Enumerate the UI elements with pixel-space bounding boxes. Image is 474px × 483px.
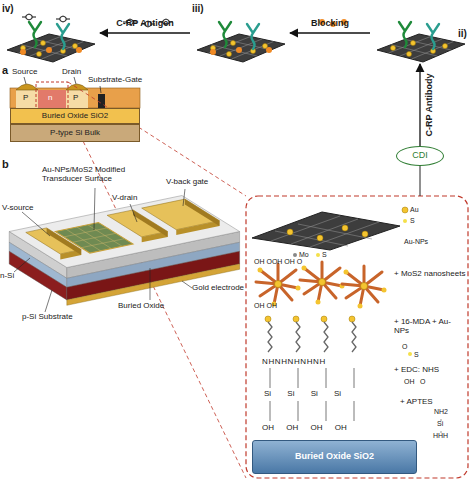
text-label: V-back gate (166, 178, 208, 187)
text-label: n (48, 94, 52, 103)
node-label: P-type Si Bulk (50, 129, 100, 138)
step-label: C-RP Antigen (116, 18, 174, 28)
text-label: Gold electrode (192, 284, 244, 293)
functionalized-lattice (252, 212, 400, 250)
pad-side (185, 199, 220, 226)
text-label: V-drain (112, 194, 137, 203)
text-label: Si Si Si Si (264, 390, 341, 399)
text-label: O (402, 343, 407, 351)
zoom-box (36, 82, 68, 110)
text-label: + EDC: NHS (394, 366, 439, 375)
thiol-dot (408, 352, 412, 356)
au-nanoparticle (317, 235, 323, 241)
step-panel: iii) (190, 2, 290, 64)
text-label: + APTES (400, 398, 433, 407)
text-label: S (414, 351, 419, 359)
text-label: Au (410, 206, 419, 214)
text-label: p-Si Substrate (22, 313, 73, 322)
au-nanoparticle (362, 231, 368, 237)
mda-chain (293, 316, 300, 352)
text-label: S (322, 251, 327, 259)
text-label: HHH (433, 432, 448, 440)
step-label: C-RP Antibody (424, 74, 434, 137)
top-face (9, 196, 239, 268)
panel-number: iv) (2, 3, 14, 14)
key-dot (316, 253, 320, 257)
text-label: n-Si (0, 272, 14, 281)
layer-band: P-type Si Bulk (10, 124, 140, 142)
source-contact (16, 84, 38, 90)
key-dot (293, 253, 297, 257)
text-label: Si (437, 420, 443, 428)
bound-antigen (22, 14, 36, 20)
text-label: Buried Oxide (118, 302, 164, 311)
text-label: OH (404, 378, 415, 386)
panel-iv-blockers (20, 47, 82, 55)
p-region (16, 90, 38, 108)
mda-chain (321, 316, 328, 352)
reagent-oval: CDI (396, 146, 444, 166)
text-label: OH OH OH OH (262, 424, 347, 433)
au-nanoparticle (287, 229, 293, 235)
text-label: P (73, 94, 78, 103)
n-region (38, 90, 66, 108)
text-label: OH OOH OH O (254, 258, 302, 266)
panel-ii-surface (377, 22, 465, 62)
text-label: Substrate-Gate (88, 76, 142, 85)
mos2-cluster (300, 262, 345, 305)
mos2-cluster (256, 264, 301, 307)
text-label: + MoS2 nanosheets (394, 270, 466, 279)
step-arrow (290, 32, 370, 33)
text-label: OH OH (254, 302, 277, 310)
node-label: Buried Oxide SiO2 (295, 452, 374, 462)
step-arrow (100, 32, 190, 33)
panel-iv-surface (7, 22, 95, 62)
device-layer (10, 88, 140, 108)
text-label: Au-NPs (404, 238, 428, 246)
text-label: b (2, 158, 9, 170)
panel-iii-surface (197, 22, 285, 62)
text-label: P (23, 94, 28, 103)
layer-band: Buried Oxide SiO2 (10, 108, 140, 124)
text-label: NHNHNHNHNH (262, 358, 326, 367)
layer-band: Buried Oxide SiO2 (252, 440, 417, 474)
text-label: Au-NPs/MoS2 Modified Transducer Surface (42, 166, 142, 184)
step-label: Blocking (311, 18, 349, 28)
step-panel: iv) (0, 2, 100, 64)
text-label: Drain (62, 68, 81, 77)
feed-line (420, 166, 421, 196)
mda-chain (349, 316, 356, 352)
text-label: O (420, 378, 425, 386)
key-dot (403, 219, 407, 223)
text-label: Mo (299, 251, 309, 259)
p-region (66, 90, 88, 108)
node-label: CDI (412, 151, 428, 161)
text-label: S (410, 217, 415, 225)
panel-iii-blockers (210, 47, 272, 55)
panel-number: iii) (192, 3, 204, 14)
text-label: + 16-MDA + Au-NPs (394, 318, 466, 336)
key-dot (402, 207, 408, 213)
pad-side (176, 221, 219, 235)
mos2-cluster (342, 266, 387, 309)
mda-chain (265, 316, 272, 352)
bound-antigen (56, 16, 70, 22)
detail-box (246, 196, 468, 478)
text-label: Source (12, 68, 37, 77)
step-arrow (419, 64, 420, 146)
lattice-grid (271, 216, 379, 247)
au-nanoparticle (342, 225, 348, 231)
panel-number: ii) (458, 28, 467, 39)
node-label: Buried Oxide SiO2 (42, 112, 108, 121)
drain-contact (66, 84, 88, 90)
gate-contact (98, 94, 105, 108)
text-label: V-source (2, 204, 34, 213)
step-panel: ii) (370, 2, 470, 64)
text-label: a (2, 64, 8, 76)
leader-line (14, 188, 192, 312)
text-label: NH2 (434, 408, 448, 416)
